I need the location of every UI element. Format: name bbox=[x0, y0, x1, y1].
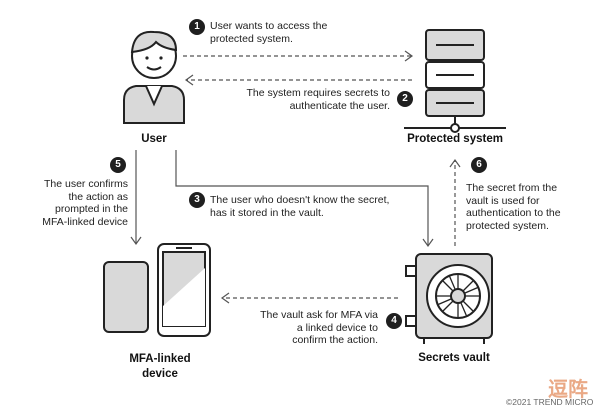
step-6-text: The secret from the vault is used for au… bbox=[466, 182, 561, 232]
watermark-logo: 逗阵 bbox=[548, 379, 588, 401]
arrowhead-step-6 bbox=[449, 158, 461, 168]
protected-system-label: Protected system bbox=[407, 133, 503, 145]
step-5-badge: 5 bbox=[110, 157, 126, 173]
user-label: User bbox=[141, 133, 167, 145]
copyright-text: ©2021 TREND MICRO bbox=[506, 397, 594, 407]
step-3-badge: 3 bbox=[189, 192, 205, 208]
mfa-device-icon bbox=[103, 243, 211, 337]
arrowhead-step-4 bbox=[220, 292, 230, 304]
step-2-text: The system requires secrets to authentic… bbox=[246, 87, 390, 112]
step-1-text: User wants to access the protected syste… bbox=[210, 20, 328, 45]
vault-icon bbox=[405, 253, 493, 344]
step-4-badge: 4 bbox=[386, 313, 402, 329]
arrowhead-step-3 bbox=[422, 238, 434, 248]
step-5-text: The user confirms the action as prompted… bbox=[42, 178, 128, 228]
mfa-device-label: MFA-linked device bbox=[129, 353, 191, 380]
arrowhead-step-5 bbox=[130, 236, 142, 246]
user-icon bbox=[123, 30, 185, 124]
secrets-vault-label: Secrets vault bbox=[418, 352, 490, 364]
step-3-text: The user who doesn't know the secret, ha… bbox=[210, 194, 390, 219]
arrowhead-step-1 bbox=[404, 50, 414, 62]
step-2-badge: 2 bbox=[397, 91, 413, 107]
arrowhead-step-2 bbox=[184, 74, 194, 86]
step-6-badge: 6 bbox=[471, 157, 487, 173]
step-4-text: The vault ask for MFA via a linked devic… bbox=[260, 309, 378, 346]
arrow-step-3 bbox=[175, 150, 429, 246]
step-1-badge: 1 bbox=[189, 19, 205, 35]
server-icon bbox=[404, 29, 506, 133]
